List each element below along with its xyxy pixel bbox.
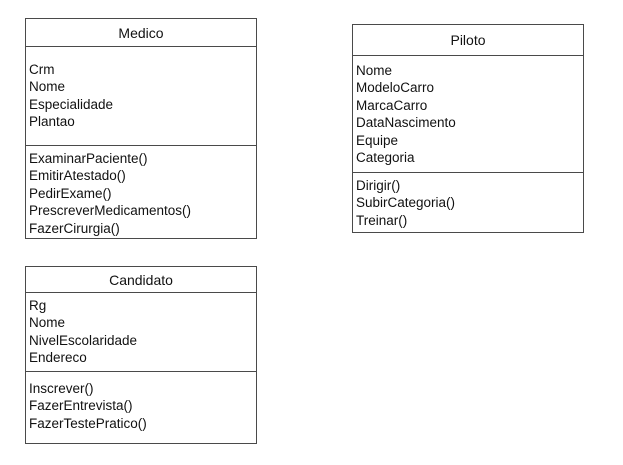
method-item: Treinar(): [356, 212, 408, 228]
attribute-item: Rg: [29, 298, 47, 313]
attribute-item: Crm: [29, 62, 55, 77]
method-item: ExaminarPaciente(): [29, 151, 148, 166]
attribute-item: Nome: [29, 315, 66, 331]
attribute-item: Plantao: [29, 114, 75, 130]
class-box-candidato[interactable]: Candidato Rg Nome NivelEscolaridade Ende…: [25, 266, 257, 444]
attribute-item: Categoria: [356, 150, 415, 166]
methods-section-candidato: Inscrever() FazerEntrevista() FazerTeste…: [26, 372, 256, 432]
attribute-item: Endereco: [29, 350, 87, 366]
attribute-item: MarcaCarro: [356, 97, 428, 113]
methods-section-piloto: Dirigir() SubirCategoria() Treinar(): [353, 173, 583, 229]
attributes-section-piloto: Nome ModeloCarro MarcaCarro DataNascimen…: [353, 56, 583, 173]
method-item: FazerCirurgia(): [29, 220, 120, 236]
method-item: PedirExame(): [29, 185, 112, 201]
class-box-piloto[interactable]: Piloto Nome ModeloCarro MarcaCarro DataN…: [352, 24, 584, 233]
method-item: EmitirAtestado(): [29, 168, 126, 184]
attribute-item: Nome: [29, 79, 66, 95]
methods-section-medico: ExaminarPaciente() EmitirAtestado() Pedi…: [26, 146, 256, 237]
method-item: Dirigir(): [356, 178, 401, 193]
attributes-section-medico: Crm Nome Especialidade Plantao: [26, 47, 256, 146]
class-box-medico[interactable]: Medico Crm Nome Especialidade Plantao Ex…: [25, 18, 257, 239]
class-name-candidato: Candidato: [26, 267, 256, 293]
attribute-item: Equipe: [356, 132, 399, 148]
method-item: Inscrever(): [29, 381, 94, 396]
attribute-item: ModeloCarro: [356, 80, 435, 96]
attribute-item: NivelEscolaridade: [29, 332, 138, 348]
attribute-item: Nome: [356, 63, 393, 78]
method-item: FazerEntrevista(): [29, 398, 133, 414]
class-name-medico: Medico: [26, 19, 256, 47]
attributes-section-candidato: Rg Nome NivelEscolaridade Endereco: [26, 293, 256, 372]
method-item: PrescreverMedicamentos(): [29, 203, 192, 219]
attribute-item: Especialidade: [29, 96, 114, 112]
class-name-piloto: Piloto: [353, 25, 583, 56]
method-item: FazerTestePratico(): [29, 415, 147, 431]
attribute-item: DataNascimento: [356, 115, 456, 131]
method-item: SubirCategoria(): [356, 195, 456, 211]
